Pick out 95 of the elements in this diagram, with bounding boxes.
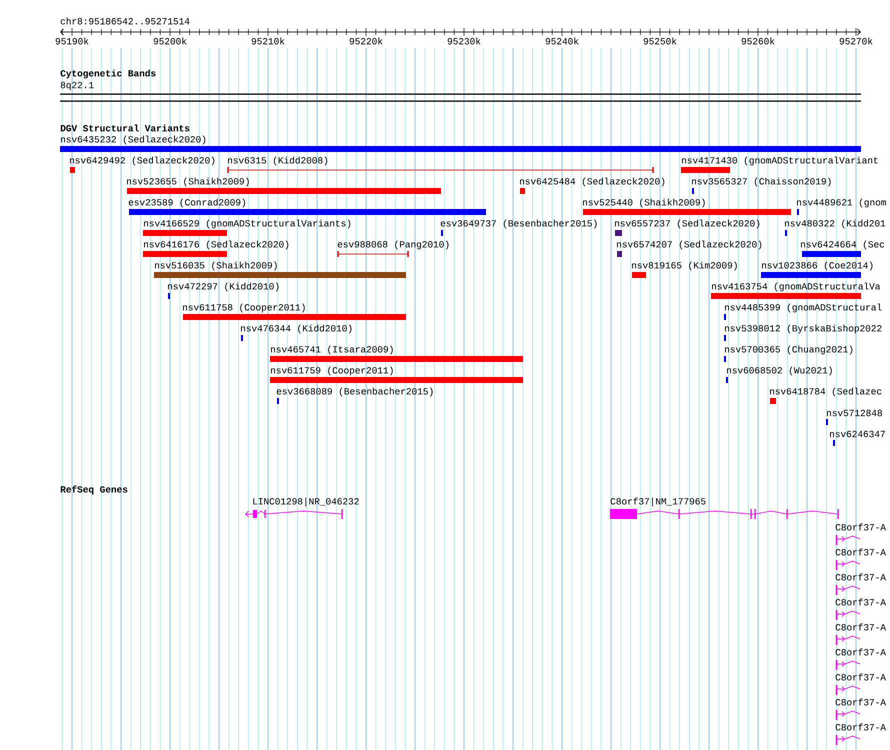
variant-bar: nsv6425484 (Sedlazeck2020)	[520, 178, 664, 194]
variant-bar: nsv1023866 (Coe2014)	[761, 262, 872, 278]
gene-model: LINC01298|NR_046232	[245, 498, 359, 519]
gene-model: C8orf37-A	[836, 648, 886, 670]
node-label: nsv4171430 (gnomADStructuralVariant	[682, 156, 878, 166]
node-label: nsv480322 (Kidd201	[785, 220, 886, 228]
track-heading: DGV Structural Variants	[60, 124, 190, 132]
variant-span: esv988068 (Pang2010)	[337, 240, 448, 257]
variant-bar: nsv6424664 (Sec	[801, 240, 884, 257]
node-label: nsv472297 (Kidd2010)	[168, 282, 278, 292]
variant-bar: nsv5700365 (Chuang2021)	[724, 346, 852, 362]
variant-bar: nsv611758 (Cooper2011)	[183, 304, 406, 320]
tick-label: 95260k	[742, 38, 774, 44]
variant-bar: nsv6429492 (Sedlazeck2020)	[70, 156, 214, 173]
tick-label: 95190k	[56, 38, 88, 44]
node-label: nsv523655 (Shaikh2009)	[127, 178, 249, 186]
variant-span: nsv6315 (Kidd2008)	[227, 156, 654, 173]
variant-bar: nsv4166529 (gnomADStructuralVariants)	[143, 220, 350, 236]
gene-model: C8orf37-A	[836, 524, 886, 545]
variant-bar: nsv6435232 (Sedlazeck2020)	[60, 136, 861, 152]
tick-label: 95220k	[350, 38, 382, 44]
track-heading: Cytogenetic Bands	[60, 70, 156, 78]
node-label: nsv1023866 (Coe2014)	[762, 262, 872, 270]
variant-bar: nsv6574207 (Sedlazeck2020)	[617, 240, 762, 257]
variant-bar: nsv611759 (Cooper2011)	[270, 366, 523, 383]
variant-bar: nsv465741 (Itsara2009)	[270, 346, 523, 362]
node-label: nsv465741 (Itsara2009)	[271, 346, 393, 354]
tick-label: 95270k	[840, 38, 872, 44]
variant-bar: esv23589 (Conrad2009)	[128, 198, 486, 215]
variant-bar: nsv476344 (Kidd2010)	[241, 324, 352, 341]
node-label: LINC01298|NR_046232	[253, 498, 359, 506]
node-label: esv23589 (Conrad2009)	[128, 198, 246, 208]
variant-bar: nsv6246347	[830, 430, 885, 446]
tick-label: 95210k	[252, 38, 284, 44]
variant-bar: nsv4485399 (gnomADStructural	[724, 304, 882, 320]
gene-model: C8orf37-A	[836, 548, 886, 570]
node-label: nsv516035 (Shaikh2009)	[155, 262, 277, 270]
node-label: nsv3565327 (Chaisson2019)	[692, 178, 831, 186]
node-label: nsv611758 (Cooper2011)	[183, 304, 305, 312]
variant-bar: esv3649737 (Besenbacher2015)	[440, 220, 597, 236]
node-label: nsv5700365 (Chuang2021)	[725, 346, 852, 354]
variant-bar: nsv472297 (Kidd2010)	[168, 282, 278, 299]
node-label: nsv476344 (Kidd2010)	[241, 324, 352, 334]
variant-bar: nsv3565327 (Chaisson2019)	[692, 178, 831, 194]
node-label: nsv6435232 (Sedlazeck2020)	[61, 136, 206, 144]
node-label: nsv5712848	[827, 410, 882, 416]
node-label: nsv6574207 (Sedlazeck2020)	[617, 240, 762, 250]
variant-bar: nsv4163754 (gnomADStructuralVa	[711, 282, 880, 299]
variant-bar: nsv6557237 (Sedlazeck2020)	[615, 220, 760, 236]
node-label: esv3649737 (Besenbacher2015)	[440, 220, 597, 228]
node-label: nsv6068502 (Wu2021)	[727, 366, 832, 376]
variant-bar: nsv5398012 (ByrskaBishop2022	[724, 324, 882, 341]
band-label: 8q22.1	[60, 82, 94, 90]
gene-model: C8orf37-A	[836, 674, 886, 695]
node-label: nsv4163754 (gnomADStructuralVa	[712, 282, 880, 292]
node-label: nsv4166529 (gnomADStructuralVariants)	[144, 220, 350, 228]
variant-bar: nsv819165 (Kim2009)	[632, 262, 737, 278]
gene-model: C8orf37-A	[836, 574, 886, 595]
gene-model: C8orf37-A	[836, 598, 886, 620]
node-label: nsv6418784 (Sedlazec	[770, 388, 882, 396]
tick-label: 95230k	[448, 38, 480, 44]
variant-bar: nsv4171430 (gnomADStructuralVariant	[681, 156, 878, 173]
variant-bar: esv3668089 (Besenbacher2015)	[276, 388, 433, 404]
variant-bar: nsv480322 (Kidd201	[785, 220, 886, 236]
variant-bar: nsv6418784 (Sedlazec	[770, 388, 882, 404]
variant-bar: nsv4489621 (gnom	[797, 198, 886, 215]
node-label: nsv6424664 (Sec	[801, 240, 884, 250]
gene-model: C8orf37|NM_177965	[610, 498, 839, 519]
node-label: nsv6557237 (Sedlazeck2020)	[615, 220, 760, 228]
variant-bar: nsv6068502 (Wu2021)	[726, 366, 832, 383]
node-label: esv3668089 (Besenbacher2015)	[276, 388, 433, 396]
tick-label: 95250k	[644, 38, 676, 44]
node-label: nsv6416176 (Sedlazeck2020)	[144, 240, 288, 250]
node-label: C8orf37|NM_177965	[610, 498, 706, 506]
gene-model: C8orf37-A	[836, 624, 886, 645]
node-label: nsv6429492 (Sedlazeck2020)	[70, 156, 214, 166]
node-label: nsv819165 (Kim2009)	[632, 262, 737, 270]
variant-bar: nsv523655 (Shaikh2009)	[127, 178, 441, 194]
coordinate-label: chr8:95186542..95271514	[60, 18, 190, 24]
tick-label: 95200k	[154, 38, 186, 44]
node-label: nsv6425484 (Sedlazeck2020)	[520, 178, 664, 186]
node-label: nsv6246347	[830, 430, 885, 438]
node-label: nsv525440 (Shaikh2009)	[583, 198, 705, 208]
gene-model: C8orf37-A	[836, 724, 886, 745]
variant-bar: nsv525440 (Shaikh2009)	[583, 198, 791, 215]
node-label: nsv4489621 (gnom	[797, 198, 886, 208]
variant-bar: nsv5712848	[826, 410, 882, 425]
node-label: nsv4485399 (gnomADStructural	[725, 304, 882, 312]
node-label: nsv611759 (Cooper2011)	[271, 366, 393, 376]
tick-label: 95240k	[546, 38, 578, 44]
variant-bar: nsv6416176 (Sedlazeck2020)	[143, 240, 288, 257]
node-label: nsv5398012 (ByrskaBishop2022	[725, 324, 882, 334]
gene-model: C8orf37-A	[836, 698, 886, 720]
track-heading: RefSeq Genes	[60, 486, 128, 494]
variant-bar: nsv516035 (Shaikh2009)	[154, 262, 406, 278]
